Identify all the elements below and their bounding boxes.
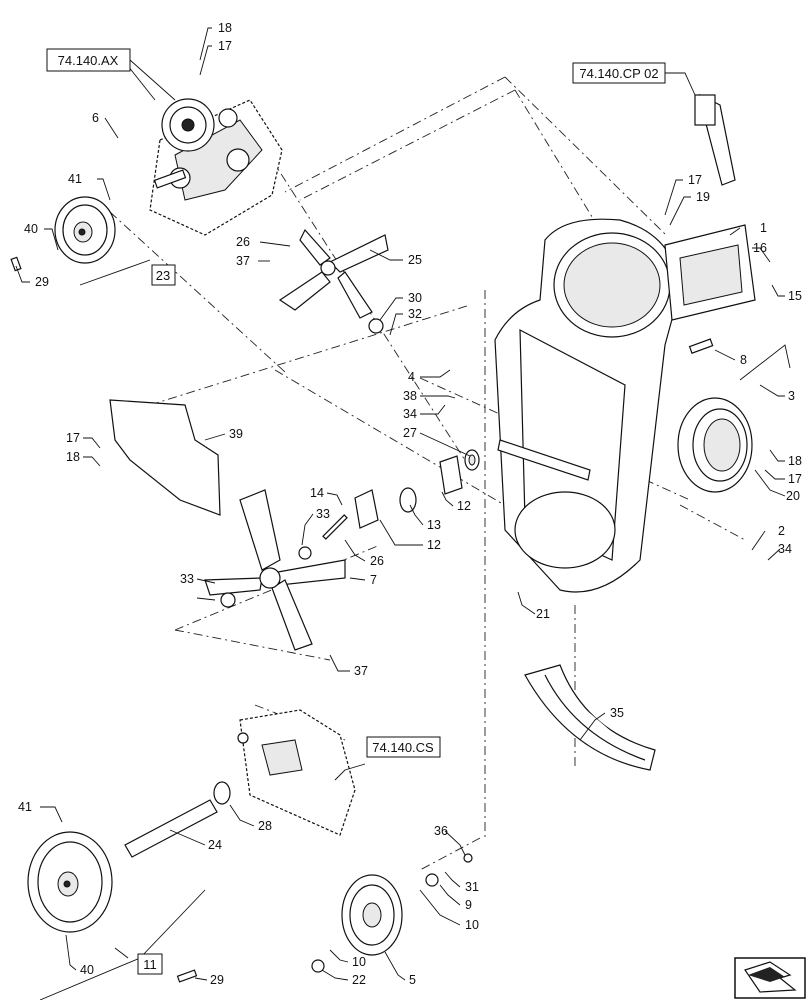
callout-33: 33 bbox=[180, 572, 194, 586]
callout-25: 25 bbox=[408, 253, 422, 267]
callout-27: 27 bbox=[403, 426, 417, 440]
callout-10: 10 bbox=[352, 955, 366, 969]
callout-3: 3 bbox=[788, 389, 795, 403]
callout-29: 29 bbox=[35, 275, 49, 289]
callout-17: 17 bbox=[788, 472, 802, 486]
impeller-25 bbox=[278, 228, 389, 334]
ref-box-11[interactable]: 11 bbox=[137, 953, 163, 975]
svg-text:11: 11 bbox=[143, 957, 157, 972]
callout-37: 37 bbox=[236, 254, 250, 268]
callout-12: 12 bbox=[427, 538, 441, 552]
arrow-navigation-icon[interactable] bbox=[734, 957, 806, 999]
callout-41: 41 bbox=[68, 172, 82, 186]
bolt-8 bbox=[688, 338, 714, 354]
callout-2: 2 bbox=[778, 524, 785, 538]
callout-7: 7 bbox=[370, 573, 377, 587]
impeller-7 bbox=[204, 489, 348, 651]
leader-lines bbox=[15, 27, 786, 1000]
shaft-24 bbox=[124, 781, 231, 858]
cs-bracket bbox=[237, 709, 356, 836]
callout-33: 33 bbox=[316, 507, 330, 521]
callout-37: 37 bbox=[354, 664, 368, 678]
ref-box-ax[interactable]: 74.140.AX bbox=[46, 48, 131, 72]
callout-1: 1 bbox=[760, 221, 767, 235]
callout-15: 15 bbox=[788, 289, 802, 303]
pulley-lower-left bbox=[27, 831, 113, 933]
callout-14: 14 bbox=[310, 486, 324, 500]
callout-17: 17 bbox=[66, 431, 80, 445]
rod-3 bbox=[739, 344, 791, 381]
callout-40: 40 bbox=[80, 963, 94, 977]
callout-30: 30 bbox=[408, 291, 422, 305]
chute-part bbox=[694, 93, 736, 186]
callout-19: 19 bbox=[696, 190, 710, 204]
callout-18: 18 bbox=[788, 454, 802, 468]
key-29-upper bbox=[10, 256, 22, 272]
callout-41: 41 bbox=[18, 800, 32, 814]
callout-36: 36 bbox=[434, 824, 448, 838]
callout-32: 32 bbox=[408, 307, 422, 321]
callout-5: 5 bbox=[409, 973, 416, 987]
deflector-39 bbox=[109, 399, 221, 516]
callout-31: 31 bbox=[465, 880, 479, 894]
callout-21: 21 bbox=[536, 607, 550, 621]
callout-18: 18 bbox=[66, 450, 80, 464]
callout-26: 26 bbox=[236, 235, 250, 249]
pulley-upper-left bbox=[54, 196, 116, 264]
callout-4: 4 bbox=[408, 370, 415, 384]
svg-text:74.140.CP 02: 74.140.CP 02 bbox=[579, 66, 658, 81]
gearbox-assembly bbox=[149, 98, 283, 236]
key-29-lower bbox=[176, 969, 198, 983]
ref-box-cp[interactable]: 74.140.CP 02 bbox=[572, 62, 666, 84]
callout-34: 34 bbox=[778, 542, 792, 556]
callout-28: 28 bbox=[258, 819, 272, 833]
callout-22: 22 bbox=[352, 973, 366, 987]
callout-18: 18 bbox=[218, 21, 232, 35]
callout-8: 8 bbox=[740, 353, 747, 367]
belt-guard-35 bbox=[524, 664, 656, 771]
pulley-5 bbox=[311, 853, 473, 973]
callout-40: 40 bbox=[24, 222, 38, 236]
callout-9: 9 bbox=[465, 898, 472, 912]
ref-box-cs[interactable]: 74.140.CS bbox=[366, 736, 441, 758]
callout-24: 24 bbox=[208, 838, 222, 852]
callout-39: 39 bbox=[229, 427, 243, 441]
callout-labels: 18 17 6 41 40 29 26 37 25 30 32 17 19 1 … bbox=[18, 21, 802, 987]
svg-text:74.140.AX: 74.140.AX bbox=[58, 53, 119, 68]
callout-13: 13 bbox=[427, 518, 441, 532]
callout-34: 34 bbox=[403, 407, 417, 421]
flange-20 bbox=[677, 397, 753, 493]
callout-16: 16 bbox=[753, 241, 767, 255]
callout-12: 12 bbox=[457, 499, 471, 513]
callout-6: 6 bbox=[92, 111, 99, 125]
callout-10: 10 bbox=[465, 918, 479, 932]
svg-text:23: 23 bbox=[156, 268, 170, 283]
ref-box-23[interactable]: 23 bbox=[151, 264, 176, 286]
callout-38: 38 bbox=[403, 389, 417, 403]
callout-20: 20 bbox=[786, 489, 800, 503]
callout-35: 35 bbox=[610, 706, 624, 720]
callout-17: 17 bbox=[688, 173, 702, 187]
callout-29: 29 bbox=[210, 973, 224, 987]
callout-17: 17 bbox=[218, 39, 232, 53]
callout-26: 26 bbox=[370, 554, 384, 568]
blower-housing bbox=[494, 218, 756, 593]
svg-text:74.140.CS: 74.140.CS bbox=[372, 740, 434, 755]
bearing-group bbox=[354, 449, 480, 529]
